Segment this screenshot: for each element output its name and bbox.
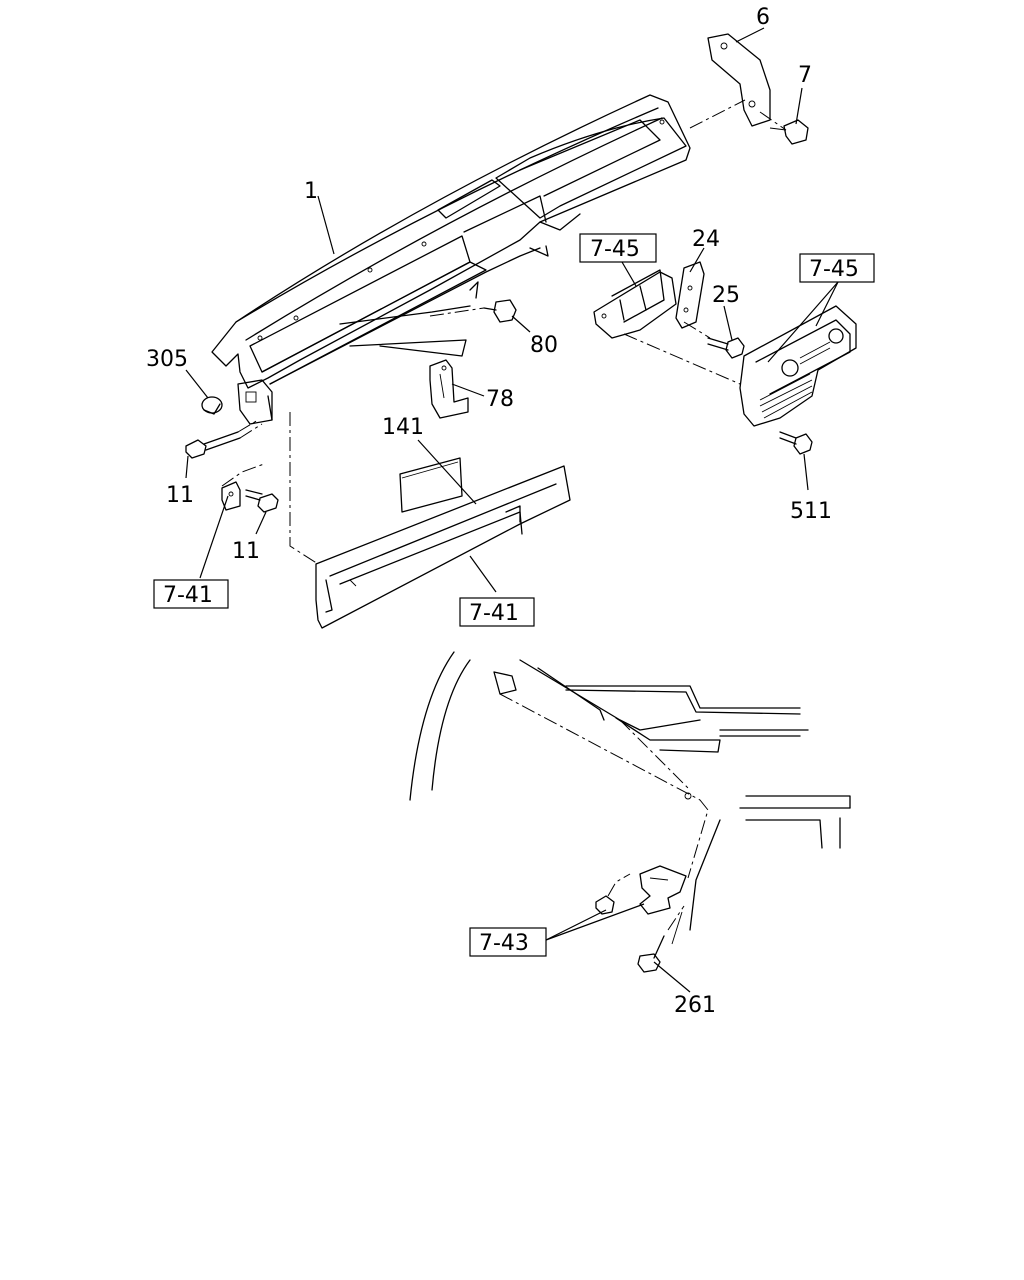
small-bracket-left bbox=[221, 481, 241, 511]
label-part-78: 78 bbox=[486, 387, 514, 412]
label-part-24: 24 bbox=[692, 227, 720, 252]
label-part-6: 6 bbox=[756, 5, 770, 30]
part-labels: 1 6 7 305 80 78 24 25 141 11 11 511 261 bbox=[146, 5, 832, 1018]
label-plate-part141 bbox=[399, 457, 463, 513]
panel-side-bracket bbox=[237, 379, 273, 425]
bolt-part11-lower bbox=[245, 489, 279, 513]
label-part-7: 7 bbox=[798, 63, 812, 88]
pillar-detail bbox=[409, 651, 851, 931]
bracket-detail-743 bbox=[639, 865, 687, 915]
ref-7-45-left: 7-45 bbox=[590, 237, 640, 262]
bolt-part11-upper bbox=[185, 431, 241, 459]
ref-7-43: 7-43 bbox=[479, 931, 529, 956]
lower-cover-panel bbox=[315, 465, 571, 629]
radio-unit bbox=[739, 305, 857, 427]
ref-7-41-right: 7-41 bbox=[469, 601, 519, 626]
label-part-261: 261 bbox=[674, 993, 716, 1018]
reference-labels: 7-45 7-45 7-41 7-41 7-43 bbox=[153, 233, 875, 957]
ref-7-41-left: 7-41 bbox=[163, 583, 213, 608]
label-part-11-lower: 11 bbox=[232, 539, 260, 564]
bracket-part24 bbox=[675, 261, 705, 329]
leader-lines bbox=[185, 27, 839, 993]
bolt-part7 bbox=[769, 119, 809, 145]
bracket-part78 bbox=[429, 359, 469, 419]
bolt-part25 bbox=[707, 337, 745, 359]
ref-7-45-right: 7-45 bbox=[809, 257, 859, 282]
label-part-11-upper: 11 bbox=[166, 483, 194, 508]
label-part-1: 1 bbox=[304, 179, 318, 204]
bolt-part511 bbox=[779, 431, 813, 455]
upper-bracket-part6 bbox=[707, 33, 771, 127]
label-part-80: 80 bbox=[530, 333, 558, 358]
clip-part305 bbox=[201, 396, 223, 415]
fastener-part80 bbox=[483, 299, 517, 323]
label-part-25: 25 bbox=[712, 283, 740, 308]
label-part-305: 305 bbox=[146, 347, 188, 372]
label-part-511: 511 bbox=[790, 499, 832, 524]
radio-bracket-frame bbox=[593, 269, 677, 339]
screw-part261 bbox=[637, 935, 665, 973]
label-part-141: 141 bbox=[382, 415, 424, 440]
clip-detail-743 bbox=[595, 873, 631, 915]
instrument-panel bbox=[211, 94, 691, 389]
